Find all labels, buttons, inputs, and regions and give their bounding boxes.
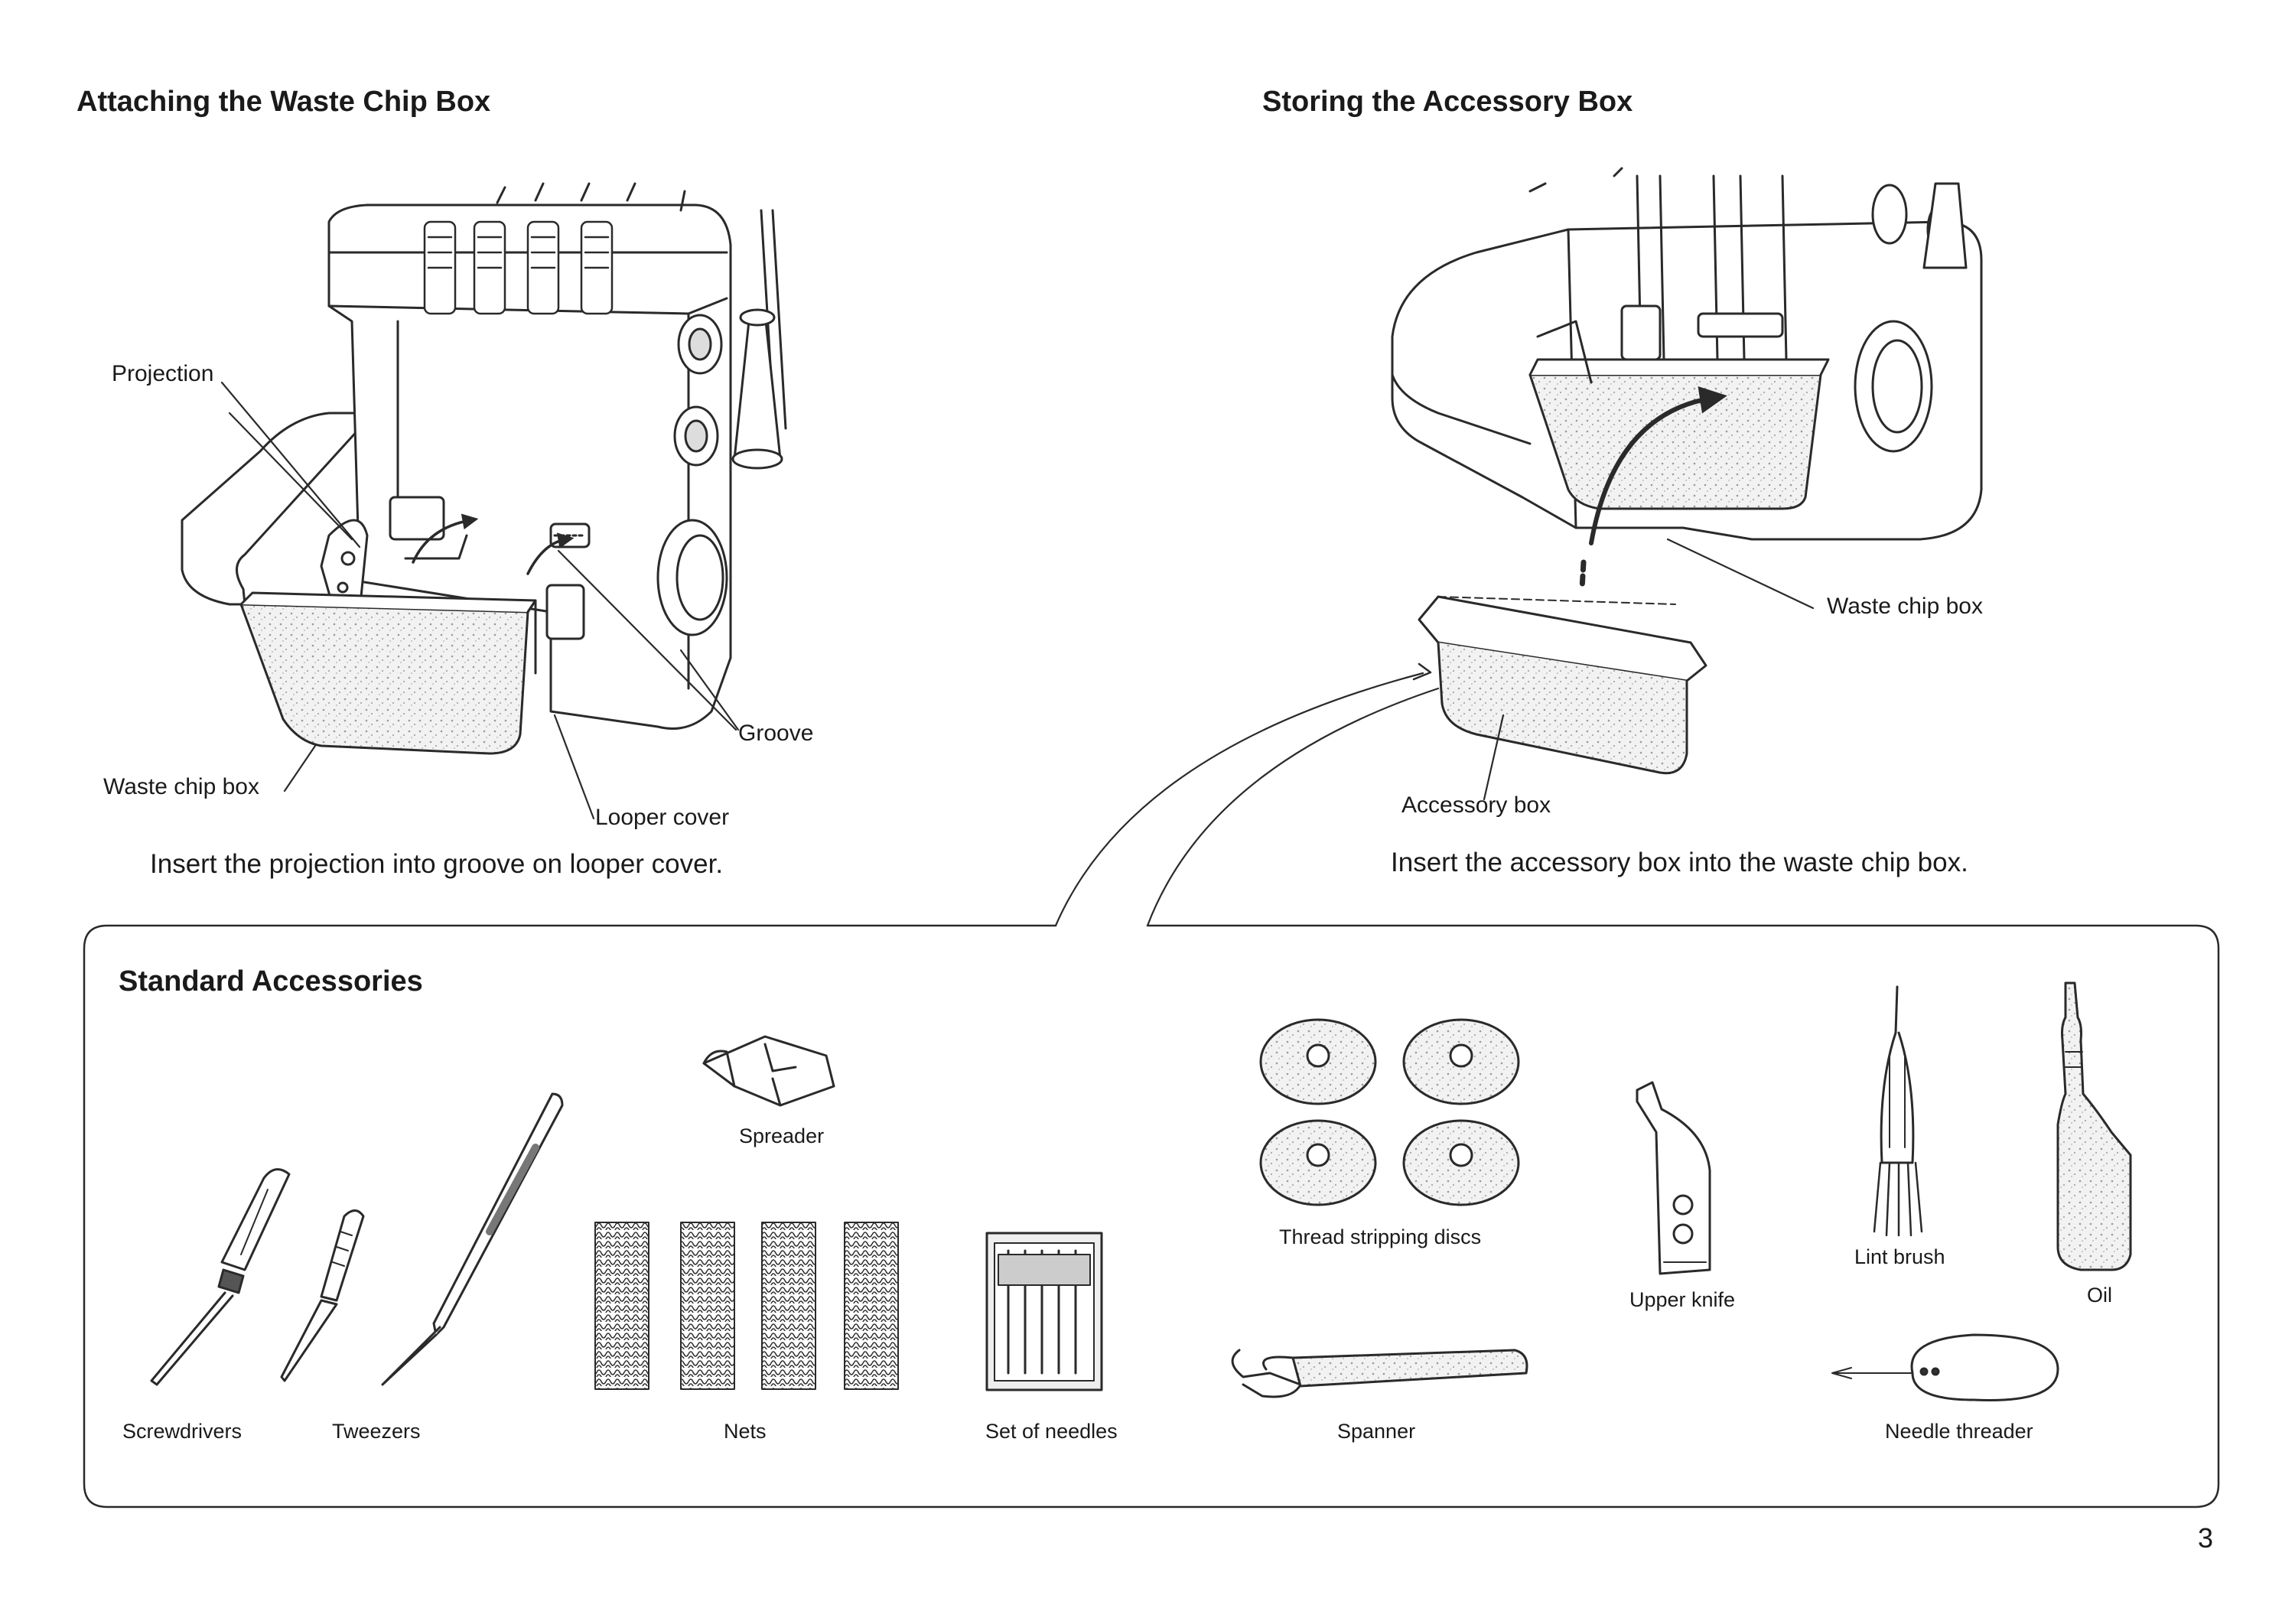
connector-curve-right [1146, 687, 1440, 927]
screwdriver-small [280, 1209, 365, 1382]
nets-illustration [594, 1222, 899, 1390]
accessory-label-lint-brush: Lint brush [1854, 1245, 1945, 1268]
upper-knife [1636, 1081, 1711, 1275]
accessories-panel-frame [83, 924, 2220, 1508]
label-groove: Groove [738, 721, 814, 746]
connector-curve-left [1054, 672, 1424, 927]
accessory-label-needle-threader: Needle threader [1885, 1420, 2033, 1443]
screwdriver-large [150, 1168, 291, 1386]
accessory-label-tweezers: Tweezers [332, 1420, 421, 1443]
accessories-heading: Standard Accessories [119, 965, 423, 998]
right-caption: Insert the accessory box into the waste … [1391, 848, 1968, 877]
accessory-label-oil: Oil [2087, 1284, 2112, 1307]
oil-bottle [2056, 981, 2132, 1271]
tweezers [381, 1092, 564, 1386]
connector-arrowhead [1412, 662, 1432, 681]
left-section-heading: Attaching the Waste Chip Box [76, 86, 491, 118]
page-number: 3 [2198, 1522, 2214, 1554]
thread-stripping-discs [1259, 1018, 1520, 1206]
label-accessory-box: Accessory box [1401, 792, 1551, 818]
label-waste-chip-box-right: Waste chip box [1827, 594, 1983, 619]
spanner [1231, 1349, 1528, 1398]
accessory-label-screwdrivers: Screwdrivers [122, 1420, 243, 1443]
needle-threader [1831, 1333, 2059, 1401]
label-projection: Projection [112, 361, 214, 386]
serger-illustration-right [1391, 167, 1983, 801]
accessory-label-thread-stripping-discs: Thread stripping discs [1279, 1225, 1482, 1248]
accessory-label-set-of-needles: Set of needles [985, 1420, 1118, 1443]
accessory-label-nets: Nets [724, 1420, 767, 1443]
label-looper-cover: Looper cover [595, 805, 730, 830]
accessory-label-spreader: Spreader [739, 1124, 825, 1147]
serger-illustration-left [181, 182, 787, 820]
accessory-label-upper-knife: Upper knife [1629, 1288, 1736, 1311]
accessory-label-spanner: Spanner [1337, 1420, 1416, 1443]
left-caption: Insert the projection into groove on loo… [150, 849, 724, 879]
label-waste-chip-box-left: Waste chip box [103, 774, 259, 799]
spreader [702, 1035, 835, 1107]
right-section-heading: Storing the Accessory Box [1262, 86, 1633, 118]
needle-set [985, 1232, 1103, 1391]
lint-brush [1873, 985, 1923, 1237]
